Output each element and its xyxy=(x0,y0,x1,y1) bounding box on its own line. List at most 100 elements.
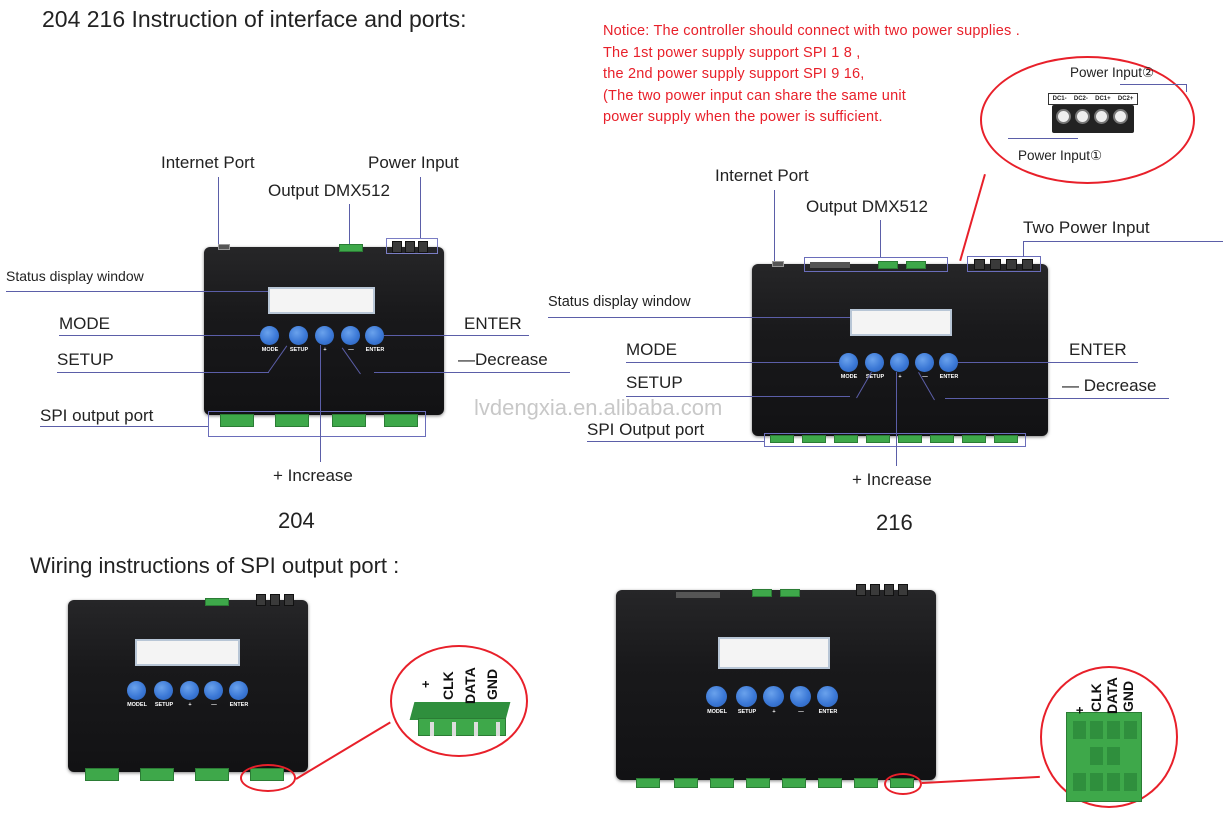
mode-button[interactable] xyxy=(127,681,146,700)
mode-label: MODE xyxy=(626,340,677,359)
pin-label: + xyxy=(418,680,433,688)
setup-button[interactable] xyxy=(154,681,173,700)
button-label: ENTER xyxy=(939,374,959,380)
highlight-circle xyxy=(884,773,922,795)
spi-port xyxy=(930,435,954,443)
setup-label: SETUP xyxy=(57,350,114,369)
spi-connector xyxy=(1066,712,1142,802)
power-input-zoom xyxy=(980,56,1195,184)
increase-label: + Increase xyxy=(273,466,353,485)
mode-button[interactable] xyxy=(260,326,279,345)
notice-text: Notice: The controller should connect wi… xyxy=(603,21,1020,129)
button-label: MODEL xyxy=(127,702,147,708)
spi-port xyxy=(962,435,986,443)
power-input-2-label: Power Input② xyxy=(1070,65,1155,80)
ethernet-port xyxy=(218,244,230,250)
status-display-label: Status display window xyxy=(548,294,691,310)
decrease-button[interactable] xyxy=(790,686,811,707)
spi-port xyxy=(782,778,806,788)
button-label: SETUP xyxy=(154,702,174,708)
button-label: + xyxy=(898,374,902,380)
screw-icon xyxy=(1056,109,1071,124)
enter-label: ENTER xyxy=(1069,340,1127,359)
button-label: + xyxy=(188,702,192,708)
model-216-caption: 216 xyxy=(876,510,913,535)
mode-button[interactable] xyxy=(839,353,858,372)
spi-port xyxy=(898,435,922,443)
enter-button[interactable] xyxy=(939,353,958,372)
model-204-caption: 204 xyxy=(278,508,315,533)
spi-output-label: SPI output port xyxy=(40,406,154,425)
spi-port xyxy=(866,435,890,443)
decrease-button[interactable] xyxy=(204,681,223,700)
notice-line: power supply when the power is sufficien… xyxy=(603,109,883,125)
button-label: + xyxy=(323,347,327,353)
spi-output-bracket xyxy=(208,411,426,437)
spi-port xyxy=(834,435,858,443)
terminal-label: DC2- xyxy=(1073,96,1088,102)
screw-icon xyxy=(1075,109,1090,124)
spi-port xyxy=(746,778,770,788)
notice-line: the 2nd power supply support SPI 9 16, xyxy=(603,66,865,82)
two-power-input-label: Two Power Input xyxy=(1023,218,1150,237)
enter-button[interactable] xyxy=(365,326,384,345)
setup-button[interactable] xyxy=(865,353,884,372)
spi-port xyxy=(674,778,698,788)
spi-connector-zoom xyxy=(1040,666,1178,808)
pin-label: GND xyxy=(484,668,500,700)
device-216 xyxy=(752,264,1048,436)
wiring-device-216 xyxy=(616,590,936,780)
status-display-label: Status display window xyxy=(6,268,144,284)
increase-button[interactable] xyxy=(763,686,784,707)
power-input-bracket xyxy=(386,238,438,254)
spi-connector xyxy=(409,702,511,738)
notice-line: The 1st power supply support SPI 1 8 , xyxy=(603,44,861,61)
button-label: ENTER xyxy=(229,702,249,708)
pin-label: + xyxy=(1072,706,1087,714)
mode-button[interactable] xyxy=(706,686,727,707)
enter-button[interactable] xyxy=(229,681,248,700)
button-label: SETUP xyxy=(865,374,885,380)
spi-port xyxy=(636,778,660,788)
dmx-port xyxy=(205,598,229,606)
increase-button[interactable] xyxy=(890,353,909,372)
spi-output-bracket xyxy=(764,433,1026,447)
increase-button[interactable] xyxy=(180,681,199,700)
enter-button[interactable] xyxy=(817,686,838,707)
spi-port xyxy=(994,435,1018,443)
spi-output-label: SPI Output port xyxy=(587,420,705,439)
decrease-label: —Decrease xyxy=(458,350,548,369)
setup-button[interactable] xyxy=(736,686,757,707)
button-label: MODE xyxy=(261,347,279,353)
dmx-port xyxy=(878,261,898,269)
dmx-port xyxy=(906,261,926,269)
internet-port-label: Internet Port xyxy=(161,153,255,172)
status-display xyxy=(268,287,375,314)
spi-port xyxy=(802,435,826,443)
highlight-circle xyxy=(240,764,296,792)
button-label: SETUP xyxy=(737,709,757,715)
internet-port-label: Internet Port xyxy=(715,166,809,185)
dmx-output-bracket xyxy=(804,257,948,272)
power-input-1-label: Power Input① xyxy=(1018,148,1103,163)
setup-button[interactable] xyxy=(289,326,308,345)
screw-icon xyxy=(1113,109,1128,124)
button-label: SETUP xyxy=(289,347,309,353)
increase-button[interactable] xyxy=(315,326,334,345)
button-label: ENTER xyxy=(818,709,838,715)
button-label: + xyxy=(772,709,776,715)
decrease-button[interactable] xyxy=(915,353,934,372)
ethernet-port xyxy=(772,261,784,267)
terminal-label: DC1+ xyxy=(1095,96,1111,102)
pin-label: DATA xyxy=(462,667,478,704)
pin-label: CLK xyxy=(440,671,456,700)
spi-port xyxy=(332,414,366,427)
screw-icon xyxy=(1094,109,1109,124)
spi-port xyxy=(854,778,878,788)
button-label: — xyxy=(211,702,217,708)
dmx-port xyxy=(339,244,363,252)
spi-port xyxy=(140,768,174,781)
decrease-button[interactable] xyxy=(341,326,360,345)
spi-port xyxy=(275,414,309,427)
terminal-label: DC2+ xyxy=(1117,96,1134,102)
